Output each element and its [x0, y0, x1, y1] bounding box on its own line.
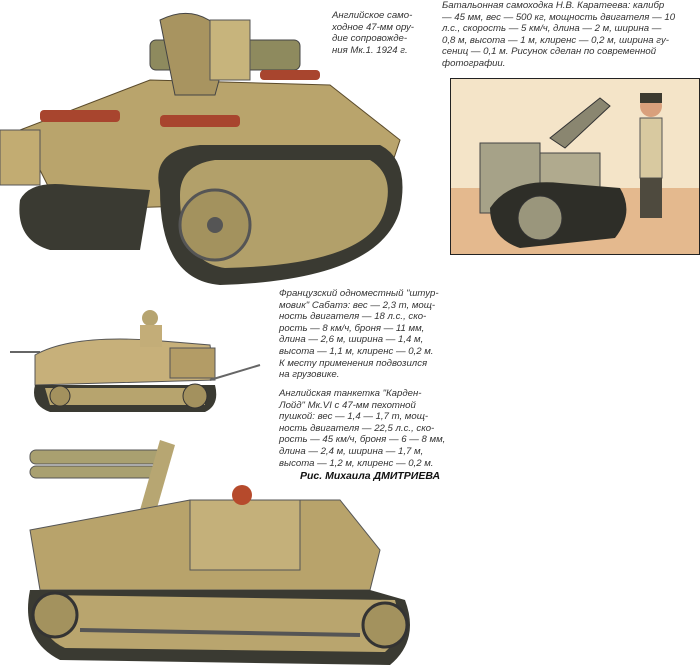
caption-line: Английская танкетка "Карден-	[279, 388, 422, 399]
caption-english-sp-gun: Английское само- ходное 47-мм ору- дие с…	[332, 10, 414, 56]
caption-line: К месту применения подвозился	[279, 357, 428, 369]
illustration-karateev-sp-gun	[450, 78, 700, 255]
caption-line: ния Мк.1. 1924 г.	[332, 44, 408, 56]
caption-line: Батальонная самоходка Н.В. Каратеева: ка…	[442, 0, 665, 11]
caption-line: высота — 1,1 м, клиренс — 0,2 м.	[279, 345, 434, 357]
caption-line: фотографии.	[442, 57, 506, 69]
caption-sabathe: Французский одноместный "штур- мовик" Са…	[279, 288, 439, 381]
illustration-english-sp-gun-mk1	[0, 12, 403, 285]
caption-line: сениц — 0,1 м. Рисунок сделан по совреме…	[442, 46, 657, 58]
caption-line: длина — 2,6 м, ширина — 1,4 м,	[279, 334, 424, 346]
caption-line: пушкой: вес — 1,4 — 1,7 т, мощ-	[279, 411, 429, 423]
illustration-sabathe	[10, 310, 261, 412]
caption-line: ходное 47-мм ору-	[332, 21, 414, 33]
caption-line: — 45 мм, вес — 500 кг, мощность двигател…	[442, 11, 676, 23]
caption-line: Лойд" Мк.VI с 47-мм пехотной	[279, 399, 416, 411]
caption-line: ность двигателя — 22,5 л.с., ско-	[279, 422, 435, 434]
caption-line: ность двигателя — 18 л.с., ско-	[279, 311, 427, 323]
caption-line: рость — 45 км/ч, броня — 6 — 8 мм,	[279, 434, 446, 446]
illustrator-credit: Рис. Михаила ДМИТРИЕВА	[300, 470, 441, 482]
caption-line: на грузовике.	[279, 369, 340, 381]
caption-line: Французский одноместный "штур-	[279, 288, 439, 299]
caption-karateev: Батальонная самоходка Н.В. Каратеева: ка…	[442, 0, 675, 70]
caption-line: 0,8 м, высота — 1 м, клиренс — 0,2 м, ши…	[442, 34, 669, 46]
caption-line: длина — 2,4 м, ширина — 1,7 м,	[279, 445, 424, 457]
caption-line: высота — 1,2 м, клиренс — 0,2 м.	[279, 457, 434, 469]
caption-line: л.с., скорость — 5 км/ч, длина — 2 м, ши…	[442, 23, 662, 35]
caption-line: рость — 8 км/ч, броня — 11 мм,	[279, 322, 425, 334]
caption-line: мовик" Сабатэ: вес — 2,3 т, мощ-	[279, 299, 436, 311]
caption-line: дие сопровожде-	[332, 33, 408, 45]
caption-carden-loyd: Английская танкетка "Карден- Лойд" Мк.VI…	[279, 388, 445, 469]
illustration-carden-loyd-mk6	[28, 440, 410, 665]
caption-line: Английское само-	[332, 10, 413, 21]
